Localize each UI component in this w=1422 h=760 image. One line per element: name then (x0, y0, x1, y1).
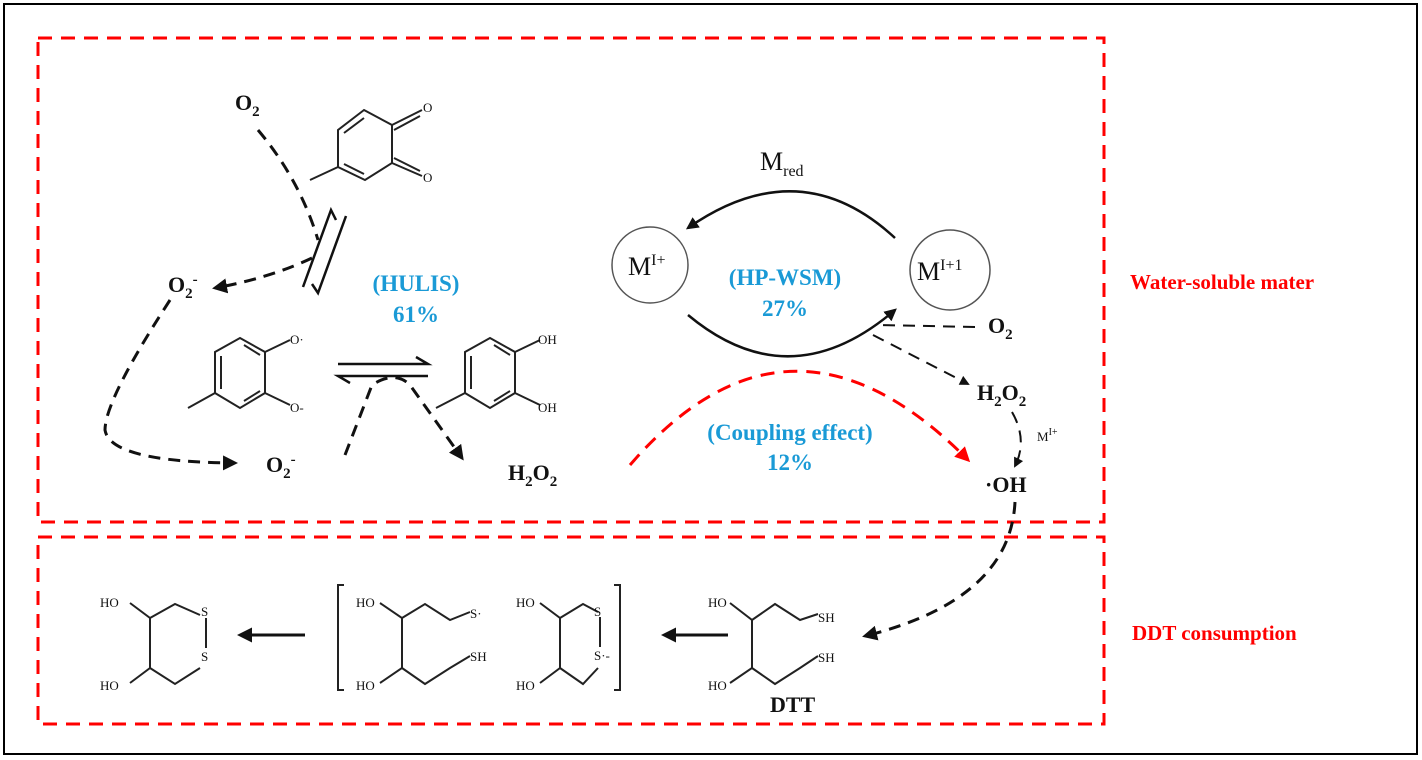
atom-sh: SH (818, 610, 835, 625)
loop-arrow (103, 299, 238, 471)
hpwsm-percent: 27% (762, 296, 808, 321)
equilibrium-arrow-diagonal (301, 206, 348, 296)
atom-ho: HO (516, 678, 535, 693)
left-bracket (337, 584, 344, 691)
h2o2-left-label: H2O2 (508, 460, 557, 490)
atom-o-radical: O· (290, 332, 304, 347)
atom-s: S (201, 604, 208, 619)
atom-oh: OH (538, 332, 557, 347)
o2-minus-bottom-label: O2- (266, 452, 296, 482)
outer-frame (3, 3, 1418, 755)
atom-ho: HO (708, 678, 727, 693)
water-soluble-box (36, 36, 1106, 524)
atom-s: S (594, 604, 601, 619)
h2o2-arrow (872, 334, 970, 385)
reduction-arrow (685, 190, 896, 239)
metal-i-catalyst-label: MI+ (1037, 427, 1058, 444)
metal-i-circle (611, 226, 689, 304)
oh-arrow (1011, 411, 1024, 468)
o2-minus-left-label: O2- (168, 272, 198, 302)
water-soluble-label: Water-soluble mater (1130, 270, 1314, 294)
m-red-label: Mred (760, 147, 804, 180)
o2-minus-arrow (212, 256, 313, 294)
atom-oh: OH (538, 400, 557, 415)
metal-i1-label: MI+1 (917, 257, 962, 286)
o2-top-label: O2 (235, 90, 260, 120)
coupling-arrow (628, 369, 971, 466)
equilibrium-arrow-horizontal (333, 355, 433, 385)
dtt-label: DTT (770, 692, 816, 717)
o2-dashed-line (879, 324, 976, 328)
ddt-consumption-label: DDT consumption (1132, 621, 1297, 645)
oxidation-arrow (687, 308, 897, 358)
metal-i-label: MI+ (628, 252, 665, 281)
metal-i1-circle (909, 229, 991, 311)
hulis-percent: 61% (393, 302, 439, 327)
catechol-molecule: OH OH (435, 332, 557, 415)
disulfide-radical-anion-intermediate: HO HO S S·- (516, 595, 610, 693)
h2o2-right-label: H2O2 (977, 380, 1026, 410)
atom-sh: SH (818, 650, 835, 665)
oh-radical-label: ·OH (985, 472, 1027, 497)
oh-to-dtt-arrow (862, 501, 1017, 641)
atom-o-minus: O- (290, 400, 304, 415)
hpwsm-label: (HP-WSM) (729, 265, 841, 290)
atom-ho: HO (708, 595, 727, 610)
hulis-label: (HULIS) (373, 271, 460, 296)
o2-dashed-path (256, 129, 320, 241)
atom-sh: SH (470, 649, 487, 664)
atom-ho: HO (356, 678, 375, 693)
atom-ho: HO (100, 595, 119, 610)
ddt-box (36, 535, 1106, 726)
atom-ho: HO (516, 595, 535, 610)
thiyl-radical-intermediate: HO HO S· SH (356, 595, 487, 693)
atom-ho: HO (356, 595, 375, 610)
atom-o: O (423, 170, 432, 185)
o2-right-label: O2 (988, 313, 1013, 343)
coupling-percent: 12% (767, 450, 813, 475)
h2o2-formation-arrow (343, 376, 464, 461)
atom-s-radical-anion: S·- (594, 648, 610, 663)
coupling-label: (Coupling effect) (707, 420, 872, 445)
dtt-molecule: HO HO SH SH (708, 595, 835, 693)
atom-s-radical: S· (470, 606, 482, 621)
semiquinone-molecule: O· O- (187, 332, 304, 415)
quinone-molecule: O O (309, 100, 432, 185)
oxidized-dtt-molecule: HO HO S S (100, 595, 208, 693)
atom-s: S (201, 649, 208, 664)
atom-ho: HO (100, 678, 119, 693)
right-bracket (614, 584, 621, 691)
atom-o: O (423, 100, 432, 115)
